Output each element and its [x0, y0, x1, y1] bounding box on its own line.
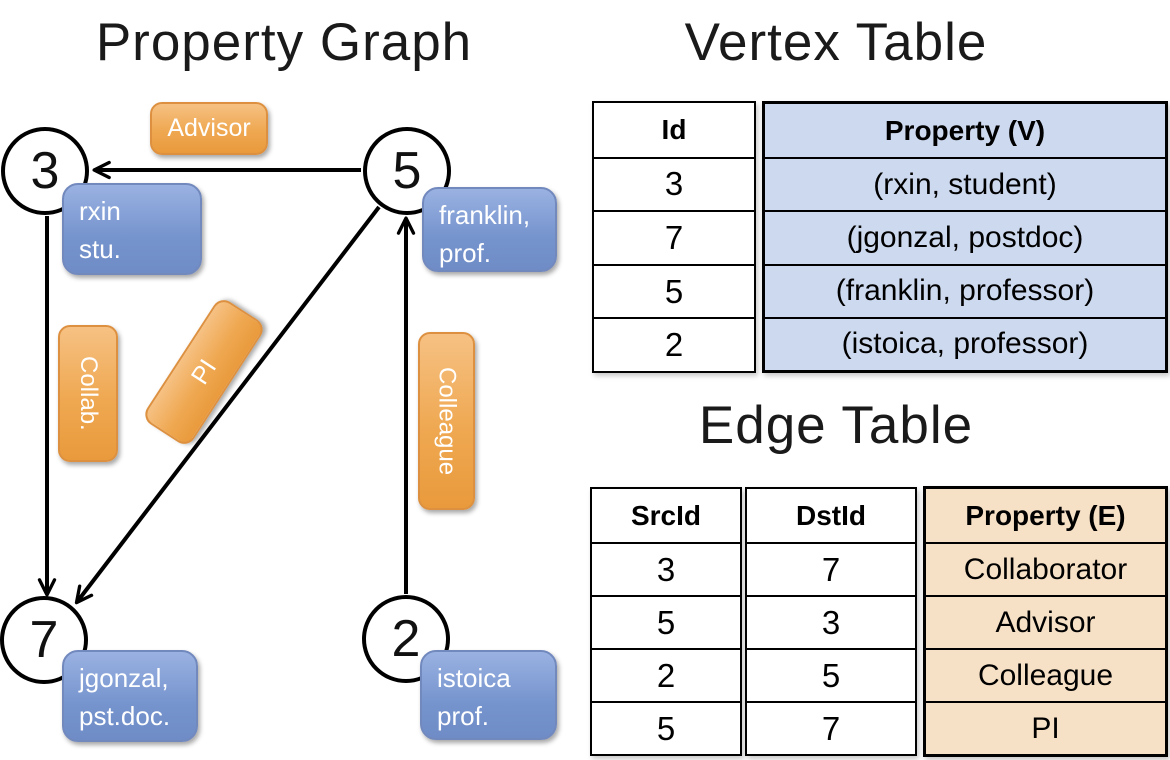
edge-table-property-column: Property (E) Collaborator Advisor Collea… [923, 486, 1168, 757]
vertex-table-cell-id: 5 [594, 263, 754, 318]
property-graph-title: Property Graph [95, 13, 473, 72]
vertex-node-5-id: 5 [392, 142, 422, 200]
vertex-table-id-column: Id 3 7 5 2 [592, 101, 756, 373]
edge-label-colleague: Colleague [418, 332, 475, 510]
edge-pi-5-to-7 [74, 205, 381, 605]
vertex-table-cell-id: 7 [594, 210, 754, 264]
vertex-property-box-rxin: rxin stu. [62, 183, 202, 275]
edge-table-cell-srcid: 5 [592, 701, 740, 754]
vertex-node-3-id: 3 [30, 142, 60, 200]
edge-table-cell-property: Collaborator [926, 542, 1165, 595]
vertex-table-title: Vertex Table [684, 13, 988, 72]
vertex-property-line: prof. [439, 238, 492, 268]
vertex-table-property-column: Property (V) (rxin, student) (jgonzal, p… [762, 101, 1168, 373]
vertex-table-header-id: Id [661, 113, 687, 145]
edge-table-cell-property: Advisor [926, 595, 1165, 648]
vertex-property-line: pst.doc. [79, 701, 171, 731]
vertex-property-box-franklin: franklin, prof. [422, 187, 557, 272]
edge-table-cell-srcid: 3 [592, 542, 740, 595]
vertex-property-line: istoica [437, 663, 511, 693]
vertex-property-line: rxin [79, 196, 121, 226]
edge-table-cell-property: Colleague [926, 648, 1165, 701]
edge-table-cell-srcid: 2 [592, 648, 740, 701]
edge-label-collab: Collab. [58, 325, 118, 462]
vertex-node-2: 2 [362, 595, 450, 683]
vertex-table-cell-property: (franklin, professor) [765, 263, 1165, 317]
vertex-node-7-id: 7 [29, 611, 59, 669]
edge-table-cell-dstid: 7 [747, 542, 915, 595]
edge-label-advisor: Advisor [150, 102, 268, 155]
edge-table-cell-dstid: 3 [747, 595, 915, 648]
vertex-table-cell-property: (istoica, professor) [765, 316, 1165, 370]
vertex-property-line: jgonzal, [79, 663, 169, 693]
vertex-table-cell-property: (jgonzal, postdoc) [765, 210, 1165, 263]
vertex-property-line: prof. [437, 701, 490, 731]
vertex-table-header-property: Property (V) [884, 114, 1046, 146]
vertex-property-line: stu. [79, 234, 121, 264]
edge-table-cell-property: PI [926, 701, 1165, 754]
edge-table-header-srcid: SrcId [630, 499, 702, 531]
vertex-property-line: franklin, [439, 200, 531, 230]
vertex-property-box-jgonzal: jgonzal, pst.doc. [62, 650, 198, 742]
vertex-table-cell-id: 2 [594, 317, 754, 371]
edge-table-dstid-column: DstId 7 3 5 7 [745, 487, 917, 756]
graph-edges-canvas [37, 160, 416, 605]
edge-table-cell-dstid: 5 [747, 648, 915, 701]
vertex-node-2-id: 2 [391, 610, 421, 668]
edge-table-header-dstid: DstId [796, 499, 866, 531]
edge-table-title: Edge Table [698, 396, 974, 455]
vertex-table-cell-id: 3 [594, 156, 754, 211]
vertex-node-5: 5 [363, 127, 451, 215]
vertex-property-box-istoica: istoica prof. [420, 650, 557, 740]
edge-table-cell-srcid: 5 [592, 595, 740, 648]
vertex-table-cell-property: (rxin, student) [765, 157, 1165, 210]
edge-table-header-property: Property (E) [965, 499, 1126, 531]
edge-table-srcid-column: SrcId 3 5 2 5 [590, 487, 742, 756]
edge-table-cell-dstid: 7 [747, 701, 915, 754]
